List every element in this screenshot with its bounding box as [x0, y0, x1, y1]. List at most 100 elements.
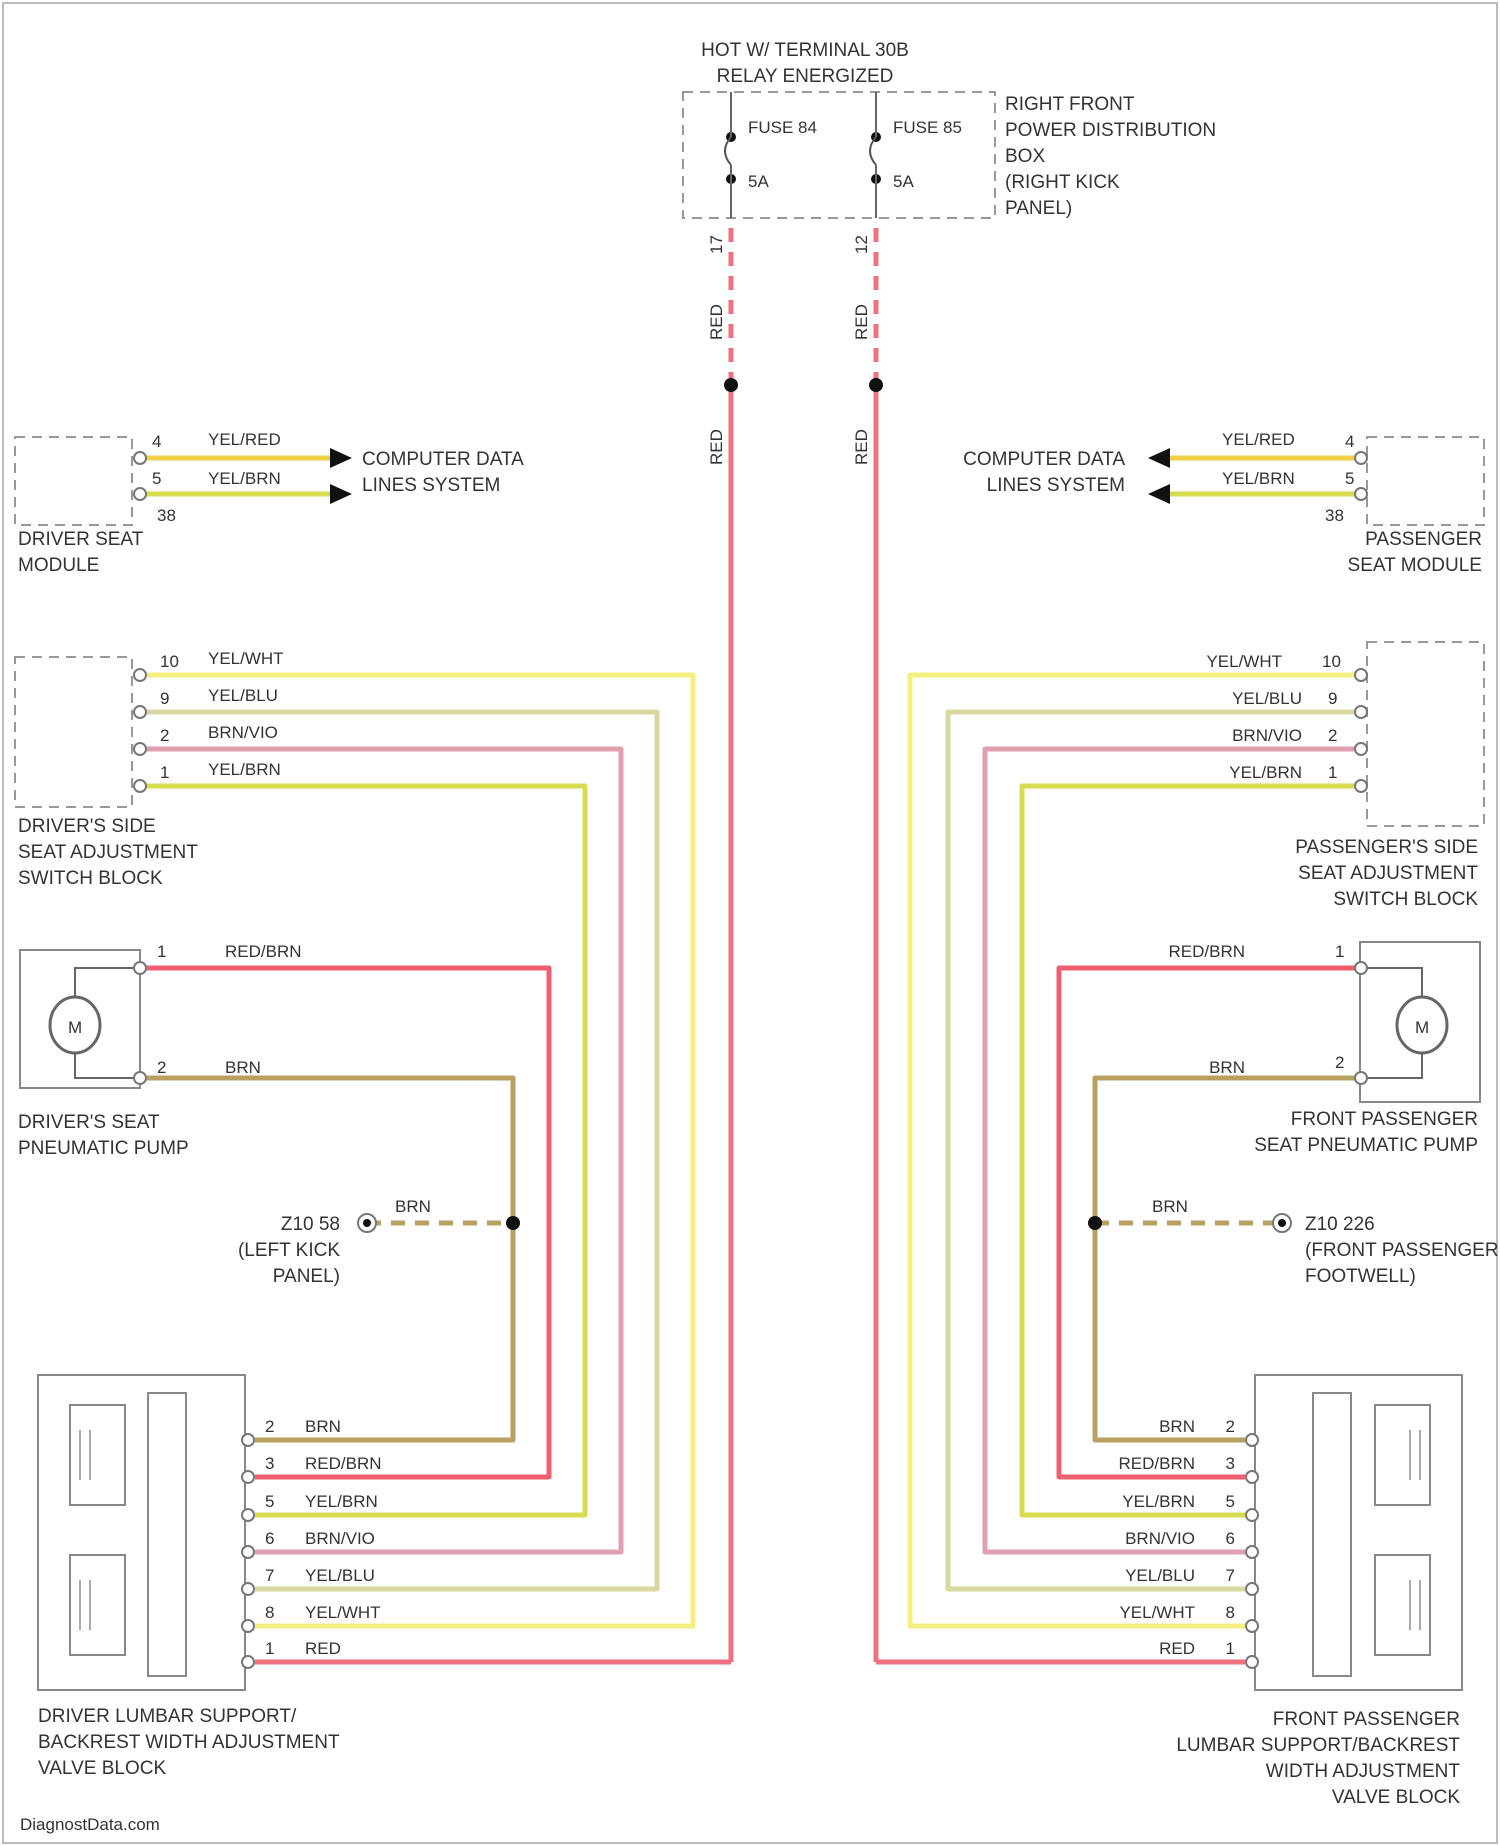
- driver-switch-terminal: [134, 743, 146, 755]
- pass-switch-terminal: [1355, 743, 1367, 755]
- pin-17-label: 17: [707, 235, 726, 254]
- driver-valve-label-2: BACKREST WIDTH ADJUSTMENT: [38, 1732, 340, 1753]
- driver-seat-module-box[interactable]: [15, 437, 132, 525]
- driver-valve-terminal: [242, 1656, 254, 1668]
- pass-target-1: COMPUTER DATA: [963, 449, 1125, 470]
- pass-valve-pin-3: 3: [1226, 1454, 1235, 1473]
- passenger-seat-module-box[interactable]: [1367, 437, 1484, 525]
- driver-yel-wht-wire[interactable]: [146, 675, 693, 1626]
- hot-at-label-2: RELAY ENERGIZED: [717, 66, 894, 87]
- box-label-4: (RIGHT KICK: [1005, 172, 1120, 193]
- pass-pump-terminal: [1355, 962, 1367, 974]
- driver-valve-pin-3: 3: [265, 1454, 274, 1473]
- pass-valve-label-2: LUMBAR SUPPORT/BACKREST: [1176, 1735, 1460, 1756]
- pass-switch-terminal: [1355, 780, 1367, 792]
- pass-wire-a-label: YEL/RED: [1222, 430, 1295, 449]
- ground-left-point-center: [363, 1219, 371, 1227]
- driver-valve-pin-2: 2: [265, 1417, 274, 1436]
- pass-pump-terminal: [1355, 1072, 1367, 1084]
- driver-valve-terminal: [242, 1434, 254, 1446]
- ground-right-loc-1: (FRONT PASSENGER: [1305, 1240, 1499, 1261]
- driver-pump-pin1: 1: [157, 942, 166, 961]
- splice-left: [724, 378, 738, 392]
- driver-wire-a-label: YEL/RED: [208, 430, 281, 449]
- pass-pump-label-2: SEAT PNEUMATIC PUMP: [1254, 1135, 1478, 1156]
- pass-switch-wire-3: BRN/VIO: [1232, 726, 1302, 745]
- driver-switch-label-2: SEAT ADJUSTMENT: [18, 842, 198, 863]
- driver-valve-pin-7: 7: [265, 1566, 274, 1585]
- pass-valve-wire-label: RED: [1159, 1639, 1195, 1658]
- driver-switch-label-3: SWITCH BLOCK: [18, 868, 163, 889]
- driver-valve-wire-label: YEL/WHT: [305, 1603, 381, 1622]
- ground-left-id: Z10 58: [281, 1214, 340, 1235]
- box-label-1: RIGHT FRONT: [1005, 94, 1135, 115]
- driver-valve-terminal: [242, 1583, 254, 1595]
- driver-switch-pin-2: 2: [160, 726, 169, 745]
- passenger-valve-block[interactable]: [1255, 1375, 1462, 1690]
- box-label-2: POWER DISTRIBUTION: [1005, 120, 1216, 141]
- driver-switch-terminal: [134, 780, 146, 792]
- driver-module-label-1: DRIVER SEAT: [18, 529, 144, 550]
- pass-switch-label-2: SEAT ADJUSTMENT: [1298, 863, 1478, 884]
- fuse-84[interactable]: [725, 92, 736, 218]
- driver-pump-pin2: 2: [157, 1058, 166, 1077]
- driver-valve-wire-label: BRN/VIO: [305, 1529, 375, 1548]
- splice-right: [869, 378, 883, 392]
- passenger-switch-block-box[interactable]: [1367, 642, 1484, 826]
- pass-valve-terminal: [1246, 1434, 1258, 1446]
- fuse-84-label: FUSE 84: [748, 118, 817, 137]
- connector-terminals: [134, 452, 1367, 1668]
- pass-wire-b-label: YEL/BRN: [1222, 469, 1295, 488]
- pass-switch-wire-1: YEL/WHT: [1206, 652, 1282, 671]
- pass-valve-terminal: [1246, 1509, 1258, 1521]
- driver-valve-block[interactable]: [38, 1375, 245, 1690]
- passenger-motor-icon: [1360, 968, 1447, 1078]
- pass-module-label-2: SEAT MODULE: [1348, 555, 1482, 576]
- driver-motor-label: M: [68, 1018, 82, 1037]
- driver-switch-wire-4: YEL/BRN: [208, 760, 281, 779]
- fuse-85[interactable]: [870, 92, 881, 218]
- pass-target-2: LINES SYSTEM: [987, 475, 1125, 496]
- red-label-left: RED: [707, 429, 726, 465]
- pass-module-pin-b: 5: [1345, 469, 1354, 488]
- pass-switch-wire-4: YEL/BRN: [1229, 763, 1302, 782]
- red-label-left-top: RED: [707, 304, 726, 340]
- pass-arrow-a: [1148, 448, 1170, 468]
- pass-pump-pin1: 1: [1335, 942, 1344, 961]
- driver-pump-terminal: [134, 1072, 146, 1084]
- pass-valve-label-4: VALVE BLOCK: [1332, 1787, 1460, 1808]
- fuse-84-rating: 5A: [748, 172, 769, 191]
- pass-pump-wire2-label: BRN: [1209, 1058, 1245, 1077]
- driver-pump-terminal: [134, 962, 146, 974]
- pass-valve-pin-1: 1: [1226, 1639, 1235, 1658]
- ground-left-splice: [506, 1216, 520, 1230]
- driver-pump-wire1-label: RED/BRN: [225, 942, 302, 961]
- ground-right-id: Z10 226: [1305, 1214, 1375, 1235]
- pass-valve-wire-label: YEL/WHT: [1119, 1603, 1195, 1622]
- pass-valve-wire-label: BRN: [1159, 1417, 1195, 1436]
- driver-switch-wire-1: YEL/WHT: [208, 649, 284, 668]
- pass-switch-pin-1: 1: [1328, 763, 1337, 782]
- driver-valve-pin-5: 5: [265, 1492, 274, 1511]
- driver-pump-label-1: DRIVER'S SEAT: [18, 1112, 160, 1133]
- driver-valve-pin-6: 6: [265, 1529, 274, 1548]
- driver-valve-wire-label: RED: [305, 1639, 341, 1658]
- pass-switch-pin-9: 9: [1328, 689, 1337, 708]
- driver-switch-terminal: [134, 706, 146, 718]
- driver-yel-blu-wire[interactable]: [146, 712, 657, 1589]
- pass-valve-wire-label: BRN/VIO: [1125, 1529, 1195, 1548]
- pass-valve-pin-8: 8: [1226, 1603, 1235, 1622]
- driver-switch-block-box[interactable]: [15, 657, 132, 807]
- pass-valve-terminal: [1246, 1546, 1258, 1558]
- driver-motor-icon: [50, 968, 140, 1078]
- driver-valve-terminal: [242, 1620, 254, 1632]
- pass-valve-terminal: [1246, 1583, 1258, 1595]
- pass-valve-wire-label: YEL/BLU: [1125, 1566, 1195, 1585]
- driver-module-terminal: [134, 452, 146, 464]
- driver-valve-wire-label: RED/BRN: [305, 1454, 382, 1473]
- red-label-right: RED: [852, 429, 871, 465]
- driver-valve-label-3: VALVE BLOCK: [38, 1758, 166, 1779]
- driver-yel-brn-wire-2[interactable]: [146, 786, 585, 1515]
- driver-module-label-2: MODULE: [18, 555, 99, 576]
